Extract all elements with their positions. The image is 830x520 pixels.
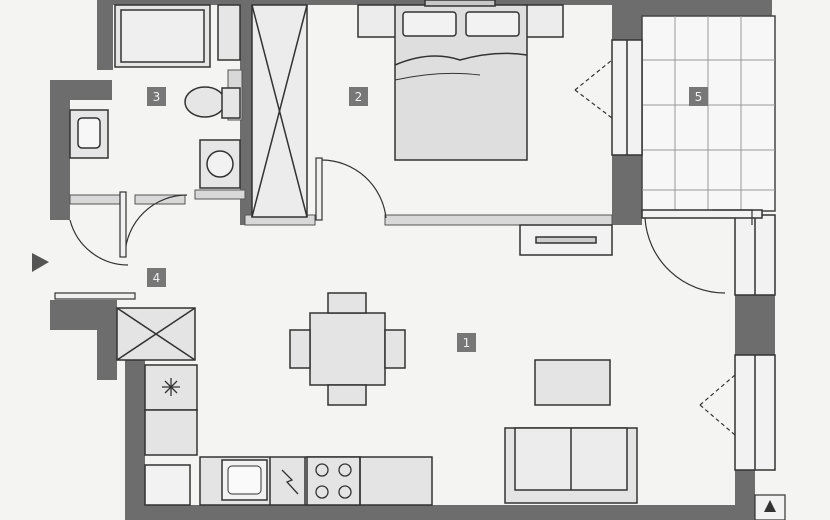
- wardrobe-cross-2: [251, 4, 308, 218]
- radiator-bedroom-fin: [535, 236, 597, 244]
- kitchen-counter-side: [144, 409, 198, 456]
- room-label-4-text: 4: [153, 271, 161, 285]
- partition-bedroom-bottom: [384, 214, 613, 226]
- balcony: [641, 15, 776, 212]
- fridge-space: [144, 464, 191, 506]
- wall-kitchen-upper-left: [97, 300, 117, 380]
- door-swing-bedroom: [321, 159, 387, 219]
- bedroom-furniture: [357, 0, 564, 161]
- pillow-right: [465, 11, 520, 37]
- balcony-door-frame: [641, 209, 763, 219]
- wall-bottom: [125, 505, 735, 520]
- lightning-icon: [281, 469, 299, 495]
- room-label-4-box: [147, 268, 166, 287]
- bathtub-inner: [120, 9, 205, 63]
- wall-bath-left-top: [50, 80, 112, 100]
- washbasin-bowl: [77, 117, 101, 149]
- washing-machine-drum: [206, 150, 234, 178]
- door-swing-entry-upper: [69, 219, 129, 266]
- bed-headboard: [424, 0, 496, 7]
- north-arrow-icon: [754, 494, 786, 520]
- door-leaf-bathroom: [119, 191, 127, 258]
- kitchen-sink-bowl: [227, 465, 262, 495]
- blanket-fold-2: [394, 72, 481, 81]
- room-label-5: 5: [689, 87, 708, 106]
- cooktop: [306, 456, 361, 506]
- door-leaf-entry: [54, 292, 136, 300]
- boiler-ray-4: [164, 380, 178, 394]
- coffee-table: [534, 359, 611, 406]
- toilet-bowl: [184, 86, 226, 118]
- wall-bath-bedroom: [240, 0, 252, 225]
- wardrobe: [251, 4, 308, 218]
- doors: [54, 59, 753, 436]
- burner-2: [338, 463, 352, 477]
- room-label-4: 4: [147, 268, 166, 287]
- window-opening-living: [699, 374, 736, 436]
- dining-table: [309, 312, 386, 386]
- room-label-2: 2: [349, 87, 368, 106]
- wall-bath-top-left: [97, 0, 113, 70]
- stove-burners-icon: [315, 463, 352, 499]
- door-swing-balcony: [644, 217, 726, 294]
- burner-4: [338, 485, 352, 499]
- bath-cabinet: [217, 4, 241, 61]
- room-label-5-box: [689, 87, 708, 106]
- wall-balcony-top: [612, 0, 772, 16]
- partition-bath-bottom-right: [194, 189, 246, 200]
- room-label-3-text: 3: [153, 90, 161, 104]
- entrance-arrow-icon: [32, 253, 49, 272]
- burner-3: [315, 485, 329, 499]
- kitchen: [116, 307, 433, 506]
- pillow-left: [402, 11, 457, 37]
- wall-bath-bottom-stub: [50, 200, 70, 220]
- wall-kitchen-left: [125, 360, 145, 520]
- partitions: [69, 69, 613, 226]
- room-labels: 1 2 3 4 5: [147, 87, 708, 352]
- wall-right-bottom: [735, 470, 755, 520]
- dining-chair-left: [289, 329, 311, 369]
- partition-bath-bottom-left: [69, 194, 123, 205]
- dining-chair-right: [384, 329, 406, 369]
- wall-entry-left: [50, 300, 100, 330]
- wall-top: [97, 0, 637, 5]
- dining-chair-top: [327, 292, 367, 314]
- nightstand-left: [357, 4, 397, 38]
- wall-right-mid: [735, 295, 775, 355]
- room-label-5-text: 5: [695, 90, 703, 104]
- room-label-2-text: 2: [355, 90, 363, 104]
- wall-bedroom-right-bottom: [612, 155, 642, 225]
- hall-cabinet-cross-2: [116, 307, 196, 361]
- burner-1: [315, 463, 329, 477]
- boiler-icon: [162, 378, 180, 396]
- blanket-fold: [394, 52, 528, 66]
- windows: [519, 39, 776, 471]
- room-label-1-text: 1: [463, 336, 471, 350]
- wall-bath-left: [50, 80, 70, 220]
- room-label-2-box: [349, 87, 368, 106]
- north-arrow-head: [764, 500, 776, 512]
- room-label-1: 1: [457, 333, 476, 352]
- toilet-tank: [221, 87, 241, 119]
- dining-chair-bottom: [327, 384, 367, 406]
- door-leaf-bedroom: [315, 157, 323, 221]
- walls: [50, 0, 775, 520]
- room-label-3: 3: [147, 87, 166, 106]
- bathroom-fixtures: [69, 4, 241, 189]
- room-label-1-box: [457, 333, 476, 352]
- balcony-door-corner: [712, 209, 753, 225]
- nightstand-right: [524, 4, 564, 38]
- room-label-3-box: [147, 87, 166, 106]
- partition-bath-bottom-mid: [134, 194, 186, 205]
- living-furniture: [289, 292, 638, 504]
- window-opening-bedroom: [574, 59, 613, 119]
